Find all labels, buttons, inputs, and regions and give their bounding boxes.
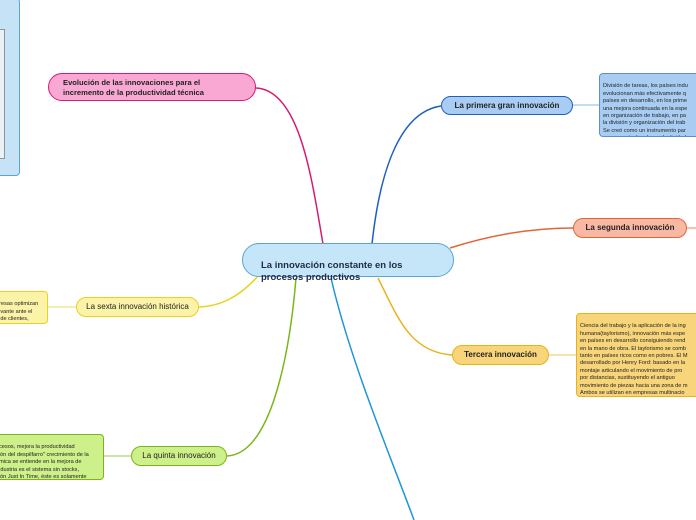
connector-evolucion [256, 88, 323, 244]
connector-bottom [331, 278, 414, 520]
attached-image [0, 29, 5, 159]
topic-quinta-label: La quinta innovación [142, 451, 215, 461]
topic-primera[interactable]: La primera gran innovación [441, 96, 573, 115]
connector-segunda [450, 228, 573, 248]
note-quinta-text: ocesos, mejora la productividad ción del… [0, 444, 89, 480]
topic-quinta[interactable]: La quinta innovación [131, 446, 227, 466]
connector-primera [372, 106, 441, 244]
connector-sexta [199, 276, 258, 307]
topic-sexta[interactable]: La sexta innovación histórica [76, 297, 199, 317]
topic-primera-label: La primera gran innovación [455, 101, 560, 111]
topic-tercera[interactable]: Tercera innovación [452, 345, 549, 365]
central-topic[interactable]: La innovación constante en los procesos … [242, 243, 454, 277]
note-primera-text: División de tareas, los países indu evol… [603, 83, 688, 137]
note-quinta: ocesos, mejora la productividad ción del… [0, 434, 104, 480]
note-primera: División de tareas, los países indu evol… [599, 73, 696, 137]
note-tercera-text: Ciencia del trabajo y la aplicación de l… [580, 323, 688, 397]
topic-evolucion-label: Evolución de las innovaciones para el in… [63, 78, 204, 98]
connector-quinta [227, 278, 296, 456]
topic-segunda[interactable]: La segunda innovación [573, 218, 687, 238]
connector-tercera [378, 278, 452, 355]
topic-sexta-label: La sexta innovación histórica [86, 302, 189, 312]
topic-evolucion[interactable]: Evolución de las innovaciones para el in… [48, 73, 256, 101]
topic-tercera-label: Tercera innovación [464, 350, 537, 360]
note-sexta-text: presas optimizan levante ante el s de cl… [0, 301, 38, 324]
note-tercera: Ciencia del trabajo y la aplicación de l… [576, 313, 696, 397]
attached-image-frame [0, 0, 20, 176]
note-sexta: presas optimizan levante ante el s de cl… [0, 291, 48, 324]
topic-segunda-label: La segunda innovación [586, 223, 675, 233]
